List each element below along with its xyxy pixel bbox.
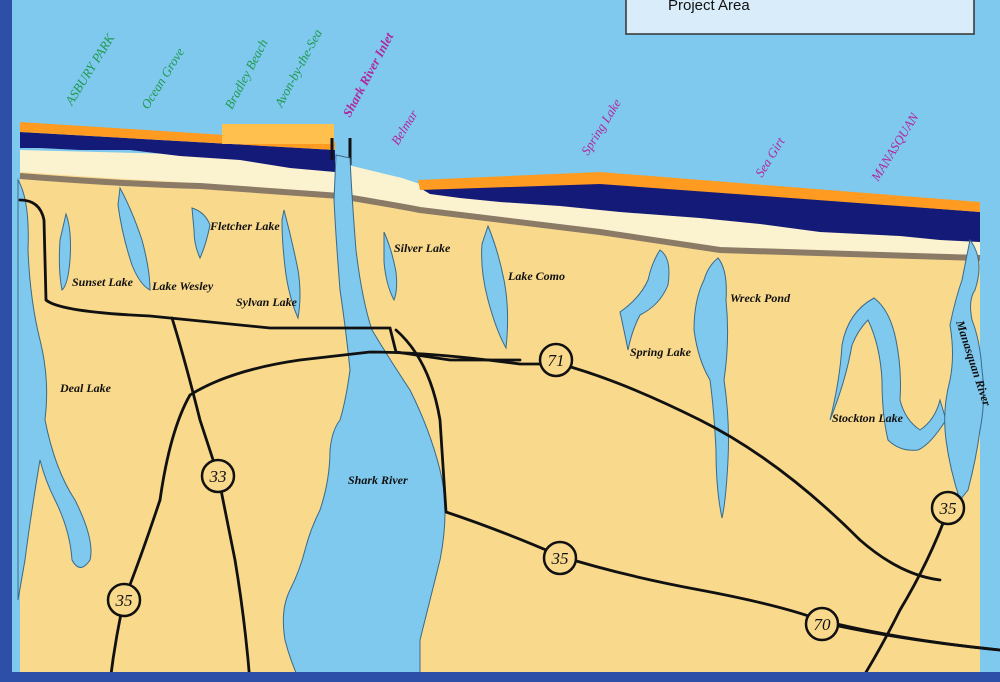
label-sunset-lake: Sunset Lake — [72, 275, 134, 289]
label-shark-river: Shark River — [348, 473, 408, 487]
route-71-label: 71 — [548, 351, 565, 370]
wreck-pond — [693, 257, 729, 519]
label-spring-lake: Spring Lake — [630, 345, 692, 359]
legend-label: Project Area — [668, 0, 750, 14]
project-area-notch — [222, 124, 334, 144]
route-71-shield: 71 — [538, 342, 574, 378]
sylvan-lake — [281, 209, 301, 320]
route-70-label: 70 — [814, 615, 832, 634]
sunset-lake — [58, 212, 71, 291]
fletcher-lake — [191, 207, 211, 260]
label-lake-wesley: Lake Wesley — [151, 279, 214, 293]
route-35-east-road — [858, 508, 950, 682]
railroad — [19, 173, 981, 261]
silver-lake — [383, 231, 398, 302]
legend: Project Area — [625, 0, 975, 35]
route-35-shield-east: 35 — [930, 490, 966, 526]
nearshore-band-south — [420, 182, 980, 242]
stockton-lake — [829, 297, 947, 451]
label-sylvan-lake: Sylvan Lake — [236, 295, 298, 309]
label-stockton-lake: Stockton Lake — [832, 411, 904, 425]
label-lake-como: Lake Como — [507, 269, 565, 283]
route-33-road — [170, 316, 252, 682]
manasquan-river — [944, 238, 985, 502]
deal-lake — [17, 178, 92, 601]
project-area-south — [418, 172, 980, 212]
route-70-road — [818, 620, 1000, 652]
route-35-shield-central: 35 — [542, 540, 578, 576]
shark-river — [282, 154, 446, 682]
label-fletcher-lake: Fletcher Lake — [209, 219, 280, 233]
nearshore-band-north — [20, 132, 335, 172]
route-shields: 71 33 35 35 35 70 — [106, 342, 966, 642]
lake-wesley — [117, 186, 151, 291]
route-33-label: 33 — [209, 467, 227, 486]
label-silver-lake: Silver Lake — [394, 241, 451, 255]
coastal-road — [18, 198, 522, 362]
land — [20, 172, 980, 682]
frame-bottom — [0, 672, 1000, 682]
legend-box — [625, 0, 975, 35]
route-35-west-label: 35 — [115, 591, 133, 610]
route-35-east-label: 35 — [939, 499, 957, 518]
route-35-central-label: 35 — [551, 549, 569, 568]
lake-como — [481, 224, 509, 350]
route-70-shield: 70 — [804, 606, 840, 642]
label-wreck-pond: Wreck Pond — [730, 291, 791, 305]
route-33-shield: 33 — [200, 458, 236, 494]
route-35-shield-west: 35 — [106, 582, 142, 618]
beach — [20, 150, 980, 260]
frame-left — [0, 0, 12, 682]
label-deal-lake: Deal Lake — [59, 381, 112, 395]
spring-lake — [619, 249, 670, 351]
